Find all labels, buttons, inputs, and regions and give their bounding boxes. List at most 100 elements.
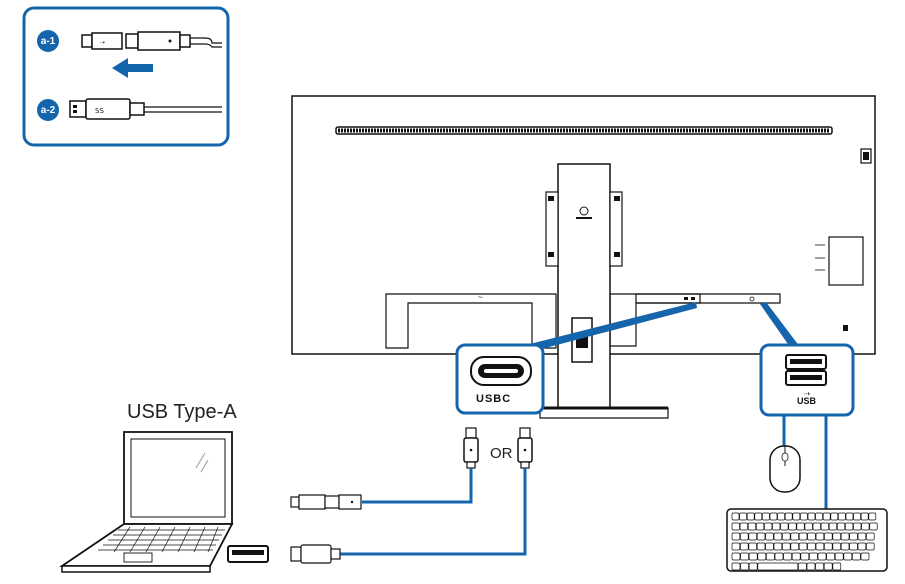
keyboard-key bbox=[849, 542, 858, 551]
keyboard-key bbox=[740, 552, 749, 561]
keyboard-key bbox=[748, 552, 758, 561]
keyboard-key bbox=[766, 552, 775, 561]
keyboard-key bbox=[860, 552, 870, 561]
keyboard-key bbox=[731, 542, 741, 551]
keyboard-key bbox=[756, 542, 766, 551]
keyboard-key bbox=[798, 542, 808, 551]
keyboard-key bbox=[783, 552, 792, 561]
keyboard-key bbox=[866, 532, 875, 541]
keyboard-key bbox=[746, 512, 755, 521]
keyboard-key bbox=[740, 542, 749, 551]
keyboard-key bbox=[807, 532, 816, 541]
keyboard-key bbox=[798, 562, 807, 571]
keyboard-key bbox=[852, 552, 861, 561]
usb-type-a-label: USB Type-A bbox=[127, 401, 237, 423]
keyboard-key bbox=[739, 522, 748, 531]
or-label: OR bbox=[490, 445, 513, 462]
keyboard-key bbox=[815, 542, 825, 551]
keyboard-key bbox=[836, 522, 846, 531]
usb-port-label: USB bbox=[797, 396, 817, 406]
keyboard-key bbox=[764, 522, 773, 531]
keyboard-key bbox=[838, 512, 846, 521]
keyboard-key bbox=[788, 522, 797, 531]
keyboard-key bbox=[747, 522, 757, 531]
keyboard-key bbox=[773, 542, 783, 551]
keyboard-key bbox=[731, 512, 740, 521]
keyboard-key bbox=[731, 562, 741, 571]
keyboard-key bbox=[823, 562, 833, 571]
keyboard-key bbox=[832, 562, 842, 571]
keyboard-key bbox=[807, 542, 816, 551]
keyboard-key bbox=[815, 532, 825, 541]
svg-text:SS: SS bbox=[95, 107, 104, 115]
keyboard-key bbox=[840, 542, 850, 551]
keyboard-key bbox=[861, 522, 870, 531]
keyboard-key bbox=[824, 542, 833, 551]
keyboard-key bbox=[807, 512, 816, 521]
keyboard-key bbox=[769, 512, 778, 521]
keyboard-key bbox=[815, 562, 824, 571]
keyboard-key bbox=[826, 552, 835, 561]
keyboard-key bbox=[845, 522, 854, 531]
monitor-back: ~ bbox=[291, 95, 876, 419]
keyboard-key bbox=[843, 552, 853, 561]
keyboard-key bbox=[757, 552, 767, 561]
cable-line bbox=[362, 468, 473, 504]
keyboard-key bbox=[800, 552, 810, 561]
keyboard-key bbox=[832, 532, 841, 541]
keyboard-key bbox=[820, 522, 829, 531]
keyboard-key bbox=[754, 512, 763, 521]
keyboard-key bbox=[853, 522, 862, 531]
keyboard-key bbox=[840, 532, 850, 541]
keyboard-key bbox=[790, 542, 799, 551]
keyboard-key bbox=[762, 512, 770, 521]
usb-a-cable-icon: SS bbox=[69, 98, 222, 120]
keyboard-key bbox=[824, 532, 833, 541]
keyboard-key bbox=[822, 512, 831, 521]
keyboard-key bbox=[757, 562, 799, 571]
keyboard-key bbox=[748, 562, 758, 571]
usb-a-cable-icon bbox=[290, 544, 341, 564]
keyboard-key bbox=[791, 552, 801, 561]
usb-a-to-c-adapter-icon bbox=[290, 494, 362, 510]
keyboard-key bbox=[784, 512, 793, 521]
step-badge-a2: a-2 bbox=[37, 99, 59, 121]
keyboard-key bbox=[780, 522, 789, 531]
lock-slot-icon bbox=[843, 325, 848, 331]
keyboard-key bbox=[773, 532, 783, 541]
keyboard-key bbox=[792, 512, 801, 521]
keyboard-key bbox=[815, 512, 823, 521]
cable-line bbox=[340, 468, 527, 556]
keyboard-key bbox=[832, 542, 841, 551]
laptop-icon bbox=[59, 431, 234, 573]
keyboard-key bbox=[828, 522, 838, 531]
keyboard-key bbox=[765, 532, 774, 541]
cable-inset: ⇢ SS bbox=[22, 6, 230, 147]
keyboard-key bbox=[869, 522, 878, 531]
step-badge-a1: a-1 bbox=[37, 30, 59, 52]
keyboard-key bbox=[731, 532, 741, 541]
arrow-left-icon bbox=[112, 58, 153, 78]
keyboard-key bbox=[857, 542, 867, 551]
keyboard-key bbox=[798, 532, 808, 541]
keyboard-key bbox=[740, 532, 749, 541]
keyboard-key bbox=[845, 512, 854, 521]
keyboard-key bbox=[782, 542, 791, 551]
keyboard-key bbox=[765, 542, 774, 551]
keyboard-key bbox=[866, 542, 875, 551]
keyboard-key bbox=[739, 512, 747, 521]
keyboard-key bbox=[860, 512, 869, 521]
keyboard-key bbox=[782, 532, 791, 541]
laptop-usb-port-icon bbox=[227, 545, 269, 563]
keyboard-key bbox=[731, 552, 741, 561]
keyboard-key bbox=[790, 532, 799, 541]
keyboard-key bbox=[834, 552, 844, 561]
keyboard-key bbox=[796, 522, 805, 531]
usbc-port-label: USBC bbox=[476, 393, 512, 405]
keyboard-key bbox=[857, 532, 867, 541]
svg-text:⇢: ⇢ bbox=[100, 39, 105, 46]
usbc-port-callout bbox=[455, 302, 697, 415]
keyboard-key bbox=[817, 552, 827, 561]
svg-text:⇢: ⇢ bbox=[804, 390, 810, 398]
